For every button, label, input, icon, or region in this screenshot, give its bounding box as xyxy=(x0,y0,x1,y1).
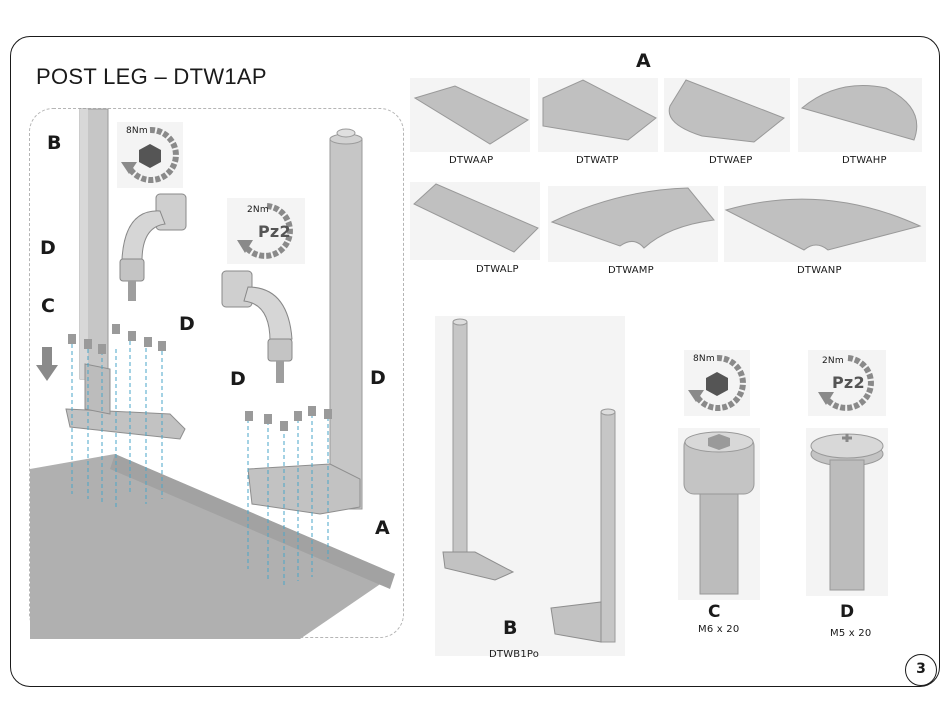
page-title: POST LEG – DTW1AP xyxy=(36,64,267,90)
screw-c-size: M6 x 20 xyxy=(698,624,739,635)
top-code: DTWAEP xyxy=(709,155,753,166)
callout-d: D xyxy=(179,313,195,335)
leg-label: B xyxy=(503,617,517,639)
power-drill-icon xyxy=(222,271,292,383)
power-drill-icon xyxy=(120,194,186,301)
torque-label: 2Nm xyxy=(247,205,269,215)
screw-d-label: D xyxy=(840,602,854,622)
down-arrow-icon xyxy=(36,347,58,381)
top-code: DTWANP xyxy=(797,265,842,276)
page-number: 3 xyxy=(905,654,937,686)
torque-label: 8Nm xyxy=(693,354,715,364)
screw-d-size: M5 x 20 xyxy=(830,628,871,639)
assembly-drawing xyxy=(30,109,405,639)
top-code: DTWALP xyxy=(476,264,519,275)
callout-d: D xyxy=(230,368,246,390)
top-panel xyxy=(548,186,718,262)
top-panel xyxy=(538,78,658,152)
callout-d: D xyxy=(370,367,386,389)
top-panel xyxy=(410,182,540,260)
bit-label: Pz2 xyxy=(258,222,291,241)
callout-b: B xyxy=(47,132,61,154)
callout-c: C xyxy=(41,295,55,317)
screw-d-drawing xyxy=(806,428,888,596)
screw-c-drawing xyxy=(678,428,760,600)
screw-c-label: C xyxy=(708,602,720,622)
top-panel xyxy=(724,186,926,262)
top-code: DTWAHP xyxy=(842,155,887,166)
section-a-label: A xyxy=(636,50,651,72)
torque-label: 2Nm xyxy=(822,356,844,366)
top-panel xyxy=(664,78,790,152)
callout-d: D xyxy=(40,237,56,259)
top-code: DTWATP xyxy=(576,155,619,166)
leg-panel xyxy=(435,316,625,656)
top-code: DTWAAP xyxy=(449,155,493,166)
callout-a: A xyxy=(375,517,390,539)
bit-label: Pz2 xyxy=(832,373,865,392)
top-panel xyxy=(410,78,530,152)
top-code: DTWAMP xyxy=(608,265,654,276)
assembly-illustration xyxy=(29,108,404,638)
leg-code: DTWB1Po xyxy=(489,649,539,660)
top-panel xyxy=(798,78,922,152)
torque-label: 8Nm xyxy=(126,126,148,136)
